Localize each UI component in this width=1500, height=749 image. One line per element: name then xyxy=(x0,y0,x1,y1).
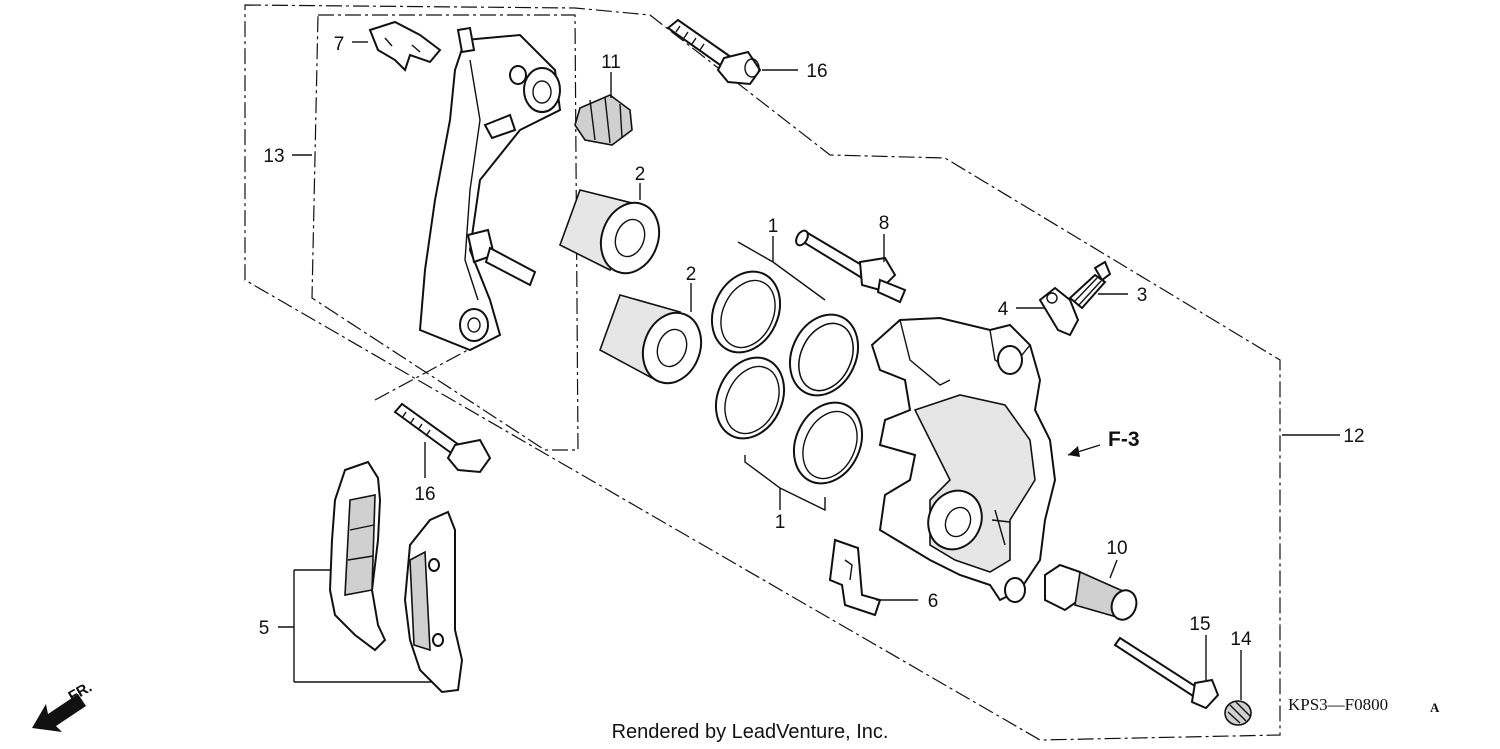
piston-2-lower[interactable] xyxy=(599,294,711,391)
callout-2-upper: 2 xyxy=(635,164,646,185)
callout-16-lower: 16 xyxy=(414,484,435,505)
pin-bolt-8[interactable] xyxy=(794,229,907,304)
callout-3: 3 xyxy=(1137,285,1148,306)
bleeder-cap-4[interactable] xyxy=(1038,286,1080,337)
pad-spring-7[interactable] xyxy=(368,20,442,72)
boot-11[interactable] xyxy=(574,94,633,146)
pin-15[interactable] xyxy=(1113,636,1220,710)
callout-6: 6 xyxy=(928,591,939,612)
callout-12: 12 xyxy=(1343,426,1364,447)
callout-13: 13 xyxy=(263,146,284,167)
callout-1-top: 1 xyxy=(768,216,779,237)
leader-lines xyxy=(278,41,1340,700)
rendered-by-footer: Rendered by LeadVenture, Inc. xyxy=(612,721,889,743)
callout-11: 11 xyxy=(601,52,621,73)
brake-pad-5-inner[interactable] xyxy=(403,510,464,694)
seal-1-group[interactable] xyxy=(699,260,875,494)
cap-14[interactable] xyxy=(1224,700,1252,726)
callout-4: 4 xyxy=(998,299,1009,320)
callout-16-top: 16 xyxy=(806,61,827,82)
diagram-part-code: KPS3—F0800 xyxy=(1288,695,1388,714)
pad-retainer-6[interactable] xyxy=(828,538,882,617)
bleeder-screw-3[interactable] xyxy=(1068,260,1112,310)
callout-14: 14 xyxy=(1230,629,1252,650)
diagram-part-code-suffix: A xyxy=(1430,700,1440,715)
callout-1-bottom: 1 xyxy=(775,512,786,533)
callout-15: 15 xyxy=(1189,614,1210,635)
f3-reference-arrow xyxy=(1067,444,1101,457)
callout-8: 8 xyxy=(879,213,890,234)
assembly-13-outline xyxy=(311,14,579,451)
callout-5: 5 xyxy=(259,618,270,639)
callout-7: 7 xyxy=(334,34,345,55)
piston-2-upper[interactable] xyxy=(559,189,669,281)
bolt-16-lower[interactable] xyxy=(393,402,492,474)
callout-2-lower: 2 xyxy=(686,264,697,285)
front-direction-arrow: FR. xyxy=(32,679,95,732)
bolt-16-top[interactable] xyxy=(666,18,762,86)
callout-10: 10 xyxy=(1106,538,1127,559)
caliper-body[interactable] xyxy=(870,316,1057,603)
reference-f3-label: F-3 xyxy=(1108,428,1140,451)
slide-pin-10[interactable] xyxy=(1044,563,1140,623)
caliper-bracket-13[interactable] xyxy=(418,26,562,352)
brake-pad-5-outer[interactable] xyxy=(328,460,387,652)
